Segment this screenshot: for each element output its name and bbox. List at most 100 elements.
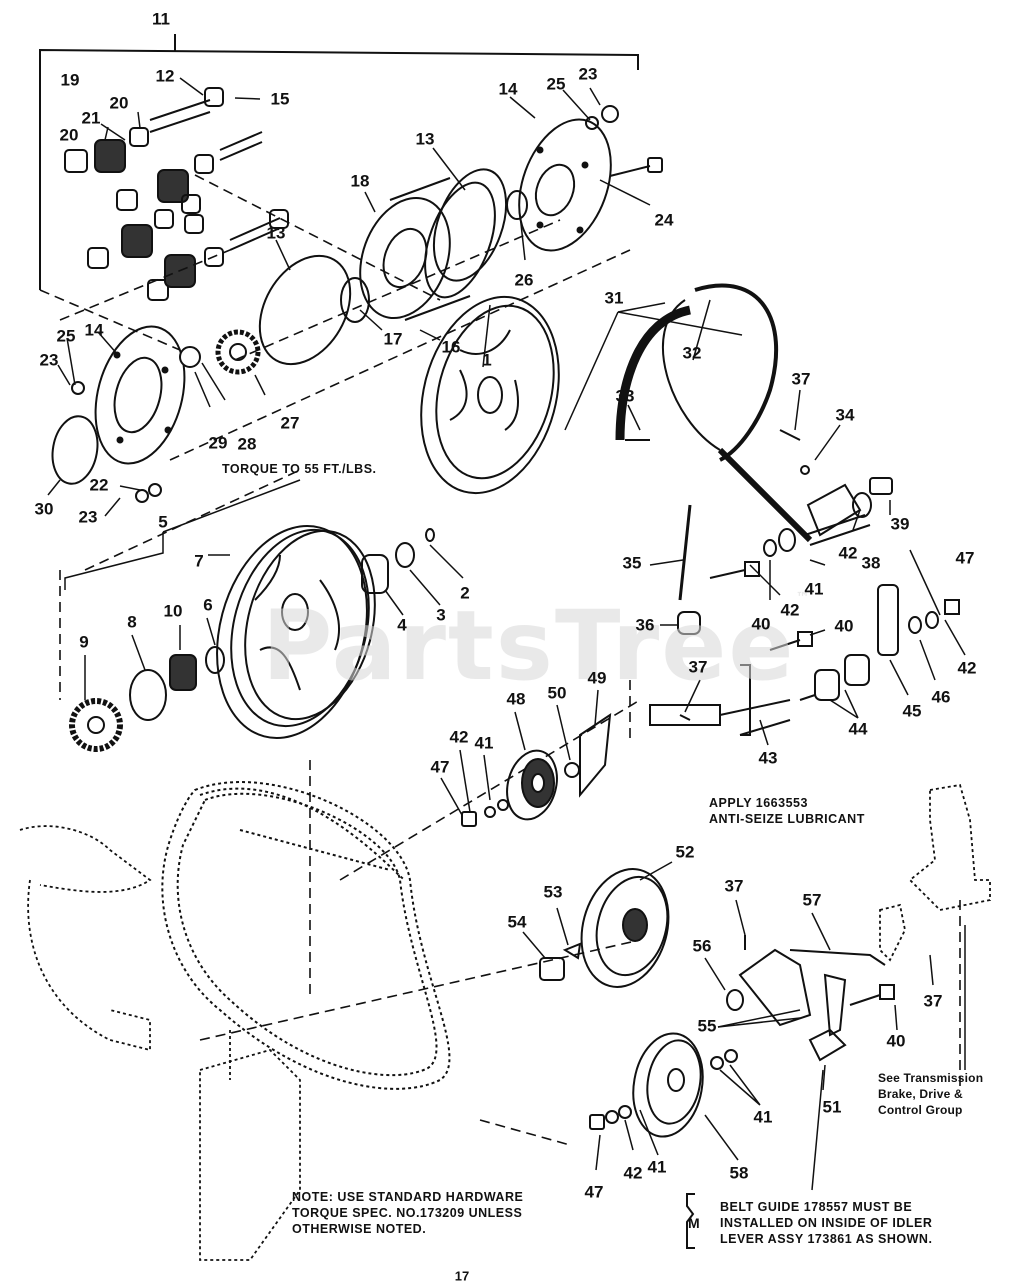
callout-23: 23: [78, 507, 98, 527]
callout-4: 4: [397, 615, 407, 635]
callout-20: 20: [109, 93, 129, 113]
callout-14: 14: [84, 320, 104, 340]
idler-arm-43: [564, 664, 816, 798]
callout-23: 23: [578, 64, 598, 84]
callout-29: 29: [208, 433, 228, 453]
callout-41: 41: [753, 1107, 773, 1127]
callout-32: 32: [682, 343, 702, 363]
gear-cluster: [64, 87, 289, 301]
callout-15: 15: [270, 89, 290, 109]
callout-2: 2: [460, 583, 470, 603]
callout-39: 39: [890, 514, 910, 534]
callout-34: 34: [835, 405, 855, 425]
callout-18: 18: [350, 171, 370, 191]
callout-13: 13: [266, 223, 286, 243]
callout-45: 45: [902, 701, 922, 721]
callout-37: 37: [923, 991, 943, 1011]
callout-48: 48: [506, 689, 526, 709]
callout-19: 19: [60, 70, 80, 90]
callout-42: 42: [780, 600, 800, 620]
callout-24: 24: [654, 210, 674, 230]
callout-9: 9: [79, 632, 89, 652]
callout-44: 44: [848, 719, 868, 739]
callout-17: 17: [383, 329, 403, 349]
callout-50: 50: [547, 683, 567, 703]
callout-3: 3: [436, 605, 446, 625]
callout-11: 11: [152, 9, 170, 29]
dashed-axis-lines: [39, 174, 961, 1146]
callout-58: 58: [729, 1163, 749, 1183]
leader-lines: [47, 77, 966, 1191]
callout-35: 35: [622, 553, 642, 573]
callout-14: 14: [498, 79, 518, 99]
callout-7: 7: [194, 551, 204, 571]
manual-marker-letter: M: [688, 1215, 700, 1231]
callout-56: 56: [692, 936, 712, 956]
callout-55: 55: [697, 1016, 717, 1036]
callout-16: 16: [441, 337, 461, 357]
callout-22: 22: [89, 475, 109, 495]
ring-13-upper: [432, 168, 508, 282]
pulley-7: [216, 525, 376, 739]
page-number: 17: [454, 1268, 470, 1284]
hardware-torque-note: NOTE: USE STANDARD HARDWARE TORQUE SPEC.…: [292, 1190, 524, 1236]
callout-12: 12: [155, 66, 175, 86]
drive-belts: [161, 781, 451, 1090]
callout-20: 20: [59, 125, 79, 145]
callout-30: 30: [34, 499, 54, 519]
callout-37: 37: [724, 876, 744, 896]
callout-37: 37: [688, 657, 708, 677]
callout-42: 42: [838, 543, 858, 563]
washer-17: [340, 277, 370, 323]
callout-5: 5: [158, 512, 168, 532]
callout-6: 6: [203, 595, 213, 615]
callout-41: 41: [474, 733, 494, 753]
torque-note: TORQUE TO 55 FT./LBS.: [222, 462, 377, 476]
callout-13: 13: [415, 129, 435, 149]
ring-13-lower: [258, 254, 352, 366]
callout-42: 42: [957, 658, 977, 678]
callout-54: 54: [507, 912, 527, 932]
callout-42: 42: [449, 727, 469, 747]
see-transmission-note: See Transmission Brake, Drive & Control …: [878, 1071, 984, 1117]
idler-lever-55: [726, 935, 895, 1062]
callout-47: 47: [955, 548, 975, 568]
cap-30: [51, 415, 99, 485]
callout-40: 40: [834, 616, 854, 636]
callout-47: 47: [430, 757, 450, 777]
callout-21: 21: [81, 108, 101, 128]
callout-46: 46: [931, 687, 951, 707]
callout-31: 31: [604, 288, 624, 308]
callout-28: 28: [237, 434, 257, 454]
pulley-58: [589, 1032, 738, 1138]
hub-parts: [69, 528, 435, 752]
plate-14-upper: [506, 105, 663, 252]
callout-49: 49: [587, 668, 607, 688]
callout-40: 40: [751, 614, 771, 634]
pulley-48: [461, 749, 558, 827]
transmission-bracket: [879, 783, 991, 962]
callout-41: 41: [647, 1157, 667, 1177]
callout-36: 36: [635, 615, 655, 635]
callout-51: 51: [822, 1097, 842, 1117]
callout-40: 40: [886, 1031, 906, 1051]
brake-linkage-parts: [677, 465, 960, 701]
callout-25: 25: [546, 74, 566, 94]
callout-47: 47: [584, 1182, 604, 1202]
callout-27: 27: [280, 413, 300, 433]
callout-53: 53: [543, 882, 563, 902]
callout-42: 42: [623, 1163, 643, 1183]
callout-38: 38: [861, 553, 881, 573]
callout-10: 10: [163, 601, 183, 621]
callout-1: 1: [482, 350, 492, 370]
callout-57: 57: [802, 890, 822, 910]
callout-8: 8: [127, 612, 137, 632]
manual-marker-icon: [686, 1193, 695, 1249]
callout-37: 37: [791, 369, 811, 389]
pulley-52: [539, 868, 670, 988]
belt-guide-note: BELT GUIDE 178557 MUST BE INSTALLED ON I…: [720, 1200, 933, 1246]
plate-14-left: [71, 325, 201, 503]
callout-25: 25: [56, 326, 76, 346]
callout-52: 52: [675, 842, 695, 862]
callout-41: 41: [804, 579, 824, 599]
